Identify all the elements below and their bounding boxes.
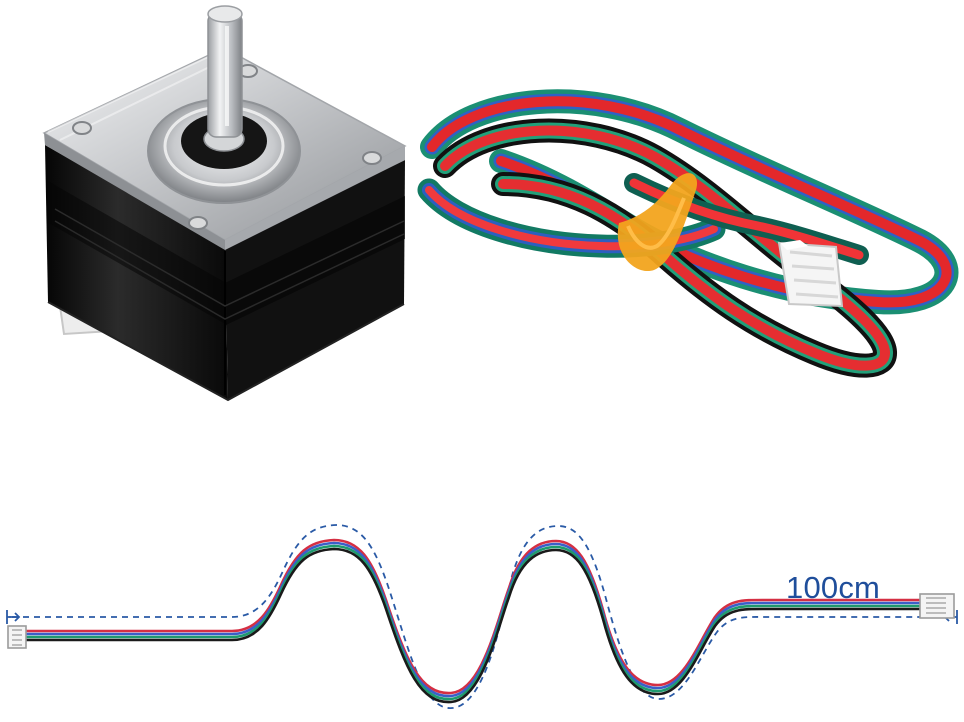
length-diagram <box>6 524 958 709</box>
dashed-guide-line <box>12 524 950 709</box>
stepper-motor-icon <box>42 5 407 402</box>
length-label: 100cm <box>786 570 881 605</box>
white-connector-icon <box>777 240 844 308</box>
motor-flange-icon <box>147 98 301 204</box>
right-connector-icon <box>919 593 955 619</box>
coiled-cable-icon <box>417 89 959 378</box>
left-connector-icon <box>7 625 27 649</box>
straight-cable-icon <box>24 538 920 704</box>
motor-body <box>45 145 405 402</box>
motor-shaft-icon <box>207 5 243 138</box>
band-icon <box>617 173 698 272</box>
